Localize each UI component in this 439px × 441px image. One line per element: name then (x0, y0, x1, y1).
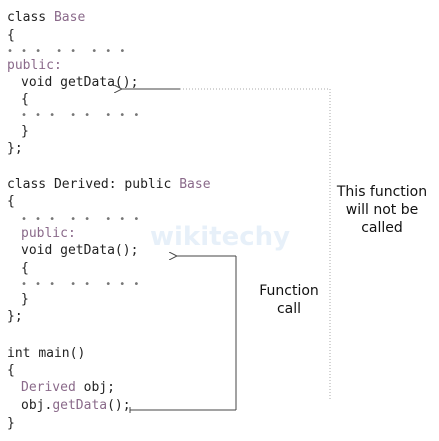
note-not-called: This function will not be called (326, 183, 438, 237)
main-declaration: int main() (7, 346, 86, 361)
base-close-brace: }; (7, 141, 23, 156)
function-call-statement: obj.getData(); (21, 398, 131, 413)
note-not-called-line3: called (361, 220, 403, 236)
base-class-declaration: class Base (7, 10, 85, 26)
base-getdata-close-brace: } (21, 124, 29, 139)
derived-open-brace: { (7, 194, 15, 209)
main-close-brace: } (7, 416, 15, 431)
derived-ellipsis-top: • • • • • • • • (21, 214, 141, 225)
base-open-brace: { (7, 28, 15, 43)
derived-public-label: public: (21, 226, 76, 241)
base-class-name: Base (53, 10, 86, 25)
note-function-call-line1: Function (259, 283, 319, 299)
derived-class-declaration: class Derived: public Base (7, 177, 211, 192)
derived-getdata-open-brace: { (21, 261, 29, 276)
derived-close-brace: }; (7, 309, 23, 324)
note-not-called-line1: This function (336, 184, 428, 200)
note-not-called-line2: will not be (345, 202, 419, 218)
note-function-call: Function call (244, 282, 334, 318)
base-ellipsis-top: • • • • • • • • (7, 46, 127, 57)
base-getdata-body-ellipsis: • • • • • • • • (21, 110, 141, 121)
derived-getdata-body-ellipsis: • • • • • • • • (21, 279, 141, 290)
object-declaration: Derived obj; (21, 380, 115, 395)
base-public-label: public: (7, 58, 62, 73)
keyword-class: class (7, 10, 47, 25)
main-open-brace: { (7, 363, 15, 378)
derived-getdata-declaration: void getData(); (21, 243, 139, 258)
note-function-call-line2: call (276, 301, 302, 317)
base-getdata-open-brace: { (21, 92, 29, 107)
derived-getdata-close-brace: } (21, 292, 29, 307)
